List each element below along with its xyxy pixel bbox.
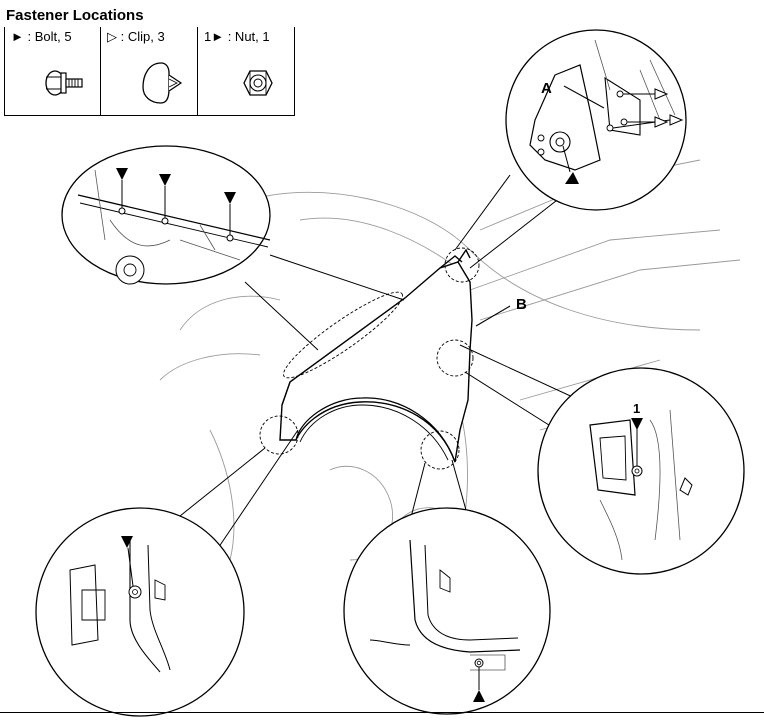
legend-item-nut: 1► : Nut, 1 <box>197 27 295 116</box>
detail-marker-upper-rear <box>444 247 480 283</box>
legend-label-clip: ▷ : Clip, 3 <box>107 29 165 44</box>
bolt-marker-icon <box>224 192 236 204</box>
detail-markers <box>259 247 480 470</box>
detail-circle-bottom-left <box>35 507 245 717</box>
bolt-marker-icon <box>159 174 171 186</box>
clip-marker-icon <box>654 88 669 100</box>
detail-circle-bottom-middle <box>343 507 551 715</box>
bottom-divider <box>0 712 764 713</box>
bolt-marker-icon <box>116 168 128 180</box>
bolt-marker-icon <box>473 690 485 702</box>
fender-panel <box>279 248 473 463</box>
detail-marker-rear-mid <box>436 339 474 377</box>
detail-marker-rear-lower <box>420 430 460 470</box>
detail-marker-front-lower <box>259 415 299 455</box>
detail-circle-right-middle: 1 <box>537 367 745 575</box>
clip-marker-icon <box>669 114 684 126</box>
nut-callout-number: 1 <box>633 401 640 416</box>
callout-b-leader <box>475 305 511 327</box>
bolt-marker-icon <box>565 172 579 184</box>
legend-item-clip: ▷ : Clip, 3 <box>100 27 198 116</box>
clip-icon <box>142 62 183 104</box>
nut-icon <box>243 70 273 96</box>
callout-a: A <box>541 80 552 97</box>
detail-marker-top-edge <box>283 291 403 379</box>
legend-label-nut: 1► : Nut, 1 <box>204 29 270 44</box>
bolt-icon <box>45 70 83 96</box>
detail-circle-upper-right <box>505 29 687 211</box>
clip-marker-icon <box>654 116 669 128</box>
bolt-marker-icon <box>121 536 133 548</box>
nut-marker-icon <box>631 418 643 430</box>
legend-label-bolt: ► : Bolt, 5 <box>11 29 72 44</box>
callout-b: B <box>516 296 527 313</box>
legend-title: Fastener Locations <box>6 7 144 24</box>
detail-circle-top <box>61 145 271 285</box>
legend-item-bolt: ► : Bolt, 5 <box>4 27 101 116</box>
